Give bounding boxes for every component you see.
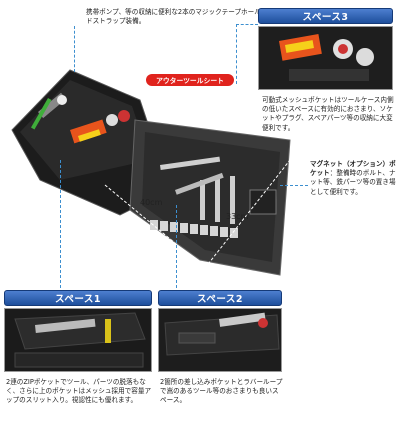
space2-photo — [158, 308, 282, 372]
leader-space1 — [60, 160, 61, 288]
leader-space3-vertical — [236, 24, 237, 84]
space2-header: スペース2 — [158, 290, 282, 306]
dimension-width-label: 40cm — [140, 198, 163, 207]
dimension-height-label: 33cm — [226, 212, 249, 221]
space3-description: 可動式メッシュポケットはツールケース内側の低いたスペースに有効的におさまり、ソケ… — [262, 96, 394, 132]
magnet-pocket-title: マグネット（オプション）ポケット — [310, 160, 396, 178]
magnet-pocket-text: マグネット（オプション）ポケット：整備時のボルト、ナット等、鉄パーツ等の置き場と… — [310, 160, 400, 197]
leader-space3 — [236, 24, 258, 25]
outer-tool-sheet-badge: アウターツールシート — [146, 74, 234, 86]
leader-magnet — [280, 185, 308, 186]
main-tool-bag-image — [11, 69, 291, 276]
space1-photo — [4, 308, 152, 372]
magnet-pocket-description: ：整備時のボルト、ナット等、鉄パーツ等の置き場として便利です。 — [310, 169, 396, 196]
leader-top-note — [74, 26, 75, 72]
space2-description: 2箇所の差し込みポケットとラバーループで嵩のあるツール等のおさまりも良いスペース… — [160, 378, 283, 405]
space3-photo — [258, 26, 393, 90]
space1-header: スペース1 — [4, 290, 152, 306]
space3-header: スペース3 — [258, 8, 393, 24]
top-note: 携帯ポンプ、等の収納に便利な2本のマジックテープホールドストラップ装備。 — [86, 8, 261, 25]
leader-space2 — [176, 205, 177, 288]
space1-description: 2連のZIPポケットでツール、パーツの脱落もなく、さらに上のポケットはメッシュ採… — [6, 378, 152, 405]
